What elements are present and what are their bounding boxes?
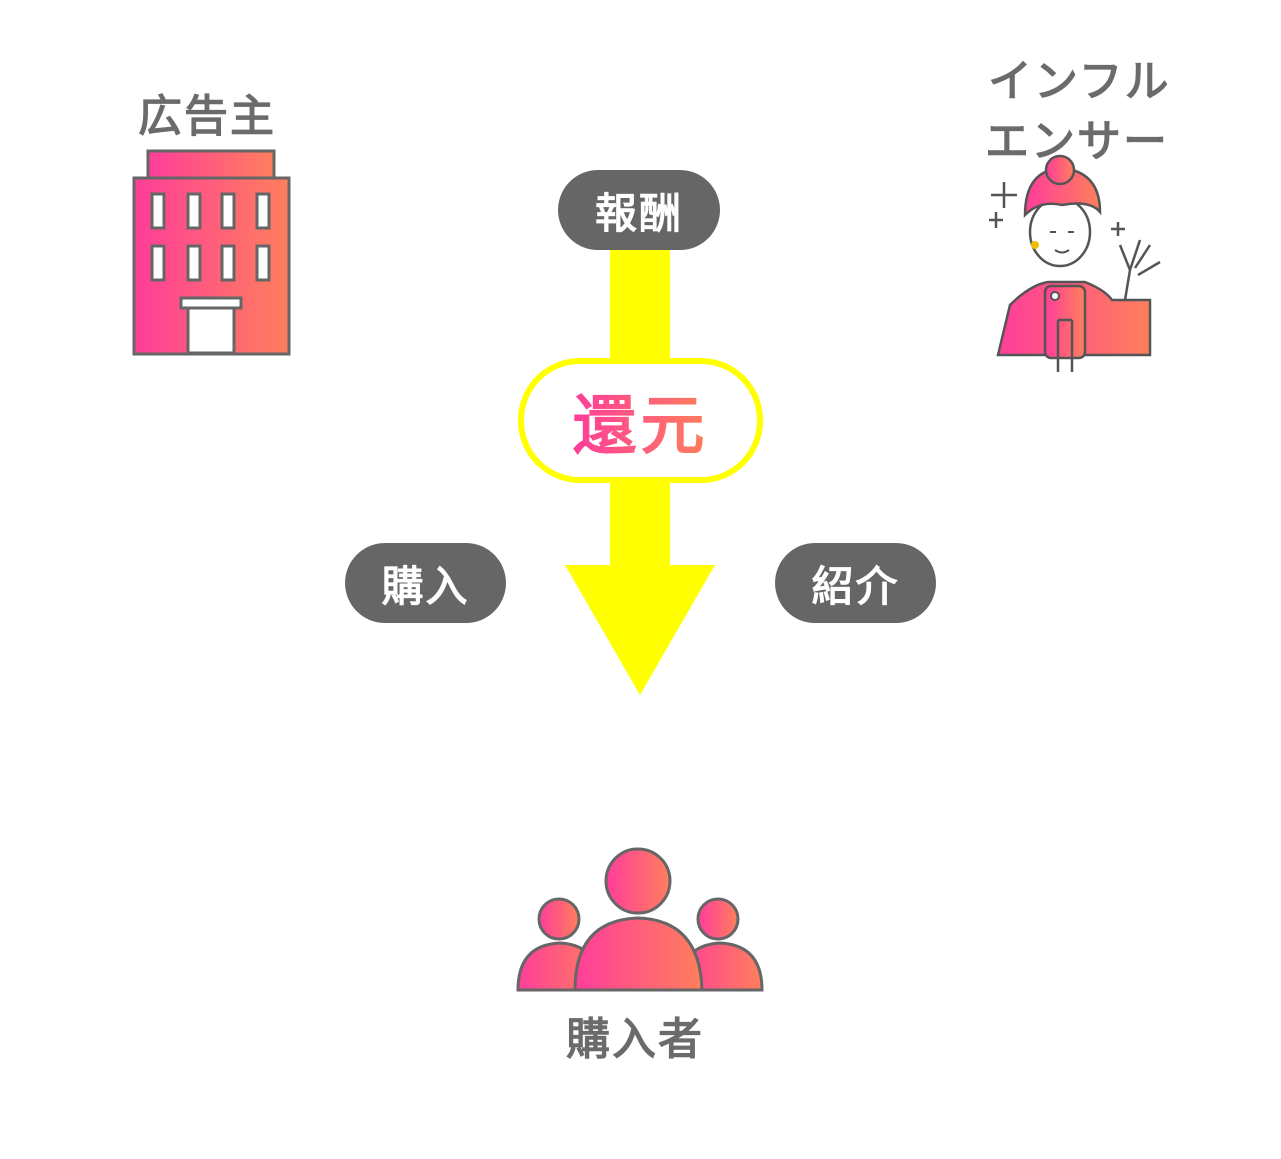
give-back-badge: 還元 bbox=[518, 358, 763, 483]
influencer-label-line2: エンサー bbox=[985, 116, 1169, 167]
advertiser-label: 広告主 bbox=[138, 91, 276, 142]
introduce-pill: 紹介 bbox=[775, 543, 936, 623]
reward-pill: 報酬 bbox=[558, 170, 720, 250]
give-back-label: 還元 bbox=[573, 375, 709, 467]
purchaser-label: 購入者 bbox=[566, 1014, 704, 1065]
influencer-label-line1: インフル bbox=[988, 56, 1171, 107]
purchase-pill: 購入 bbox=[345, 543, 506, 623]
